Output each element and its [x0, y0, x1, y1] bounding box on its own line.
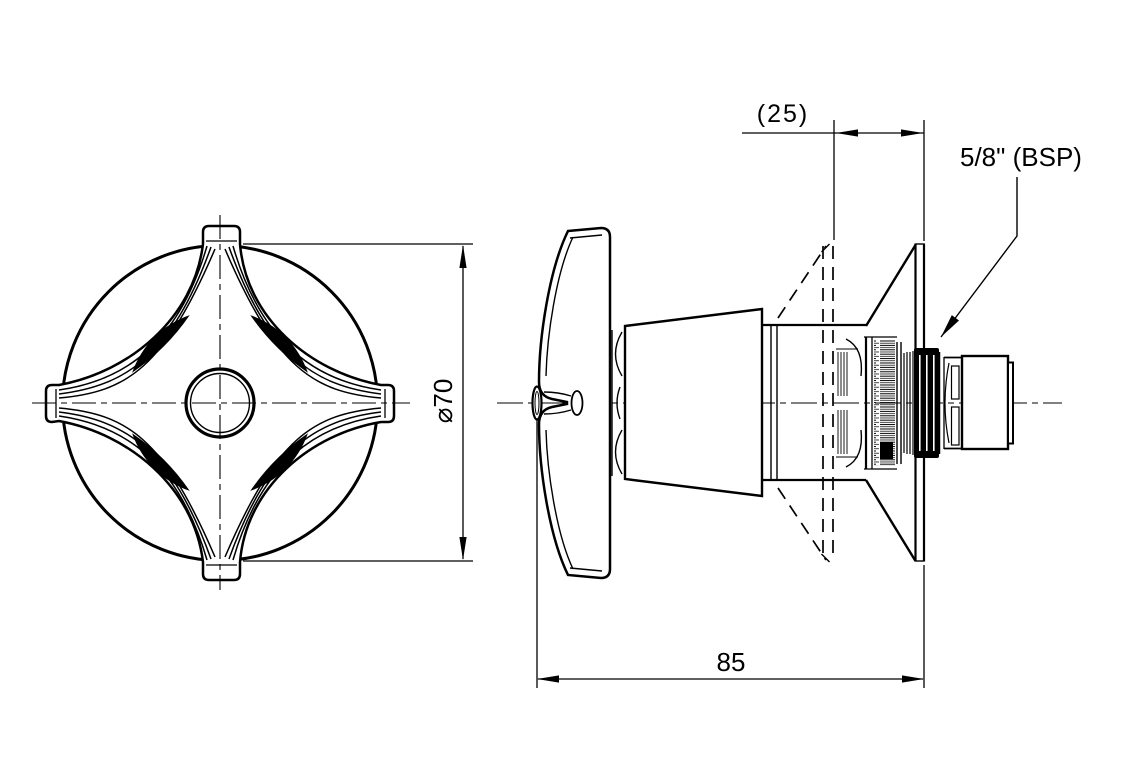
body-cylinder [960, 354, 1010, 451]
union-body [937, 352, 962, 454]
knurl-shadow-block [880, 442, 893, 459]
thread-label: 5/8" (BSP) [960, 142, 1082, 172]
arrowhead-left [836, 129, 858, 137]
thread-callout: 5/8" (BSP) [940, 142, 1082, 338]
dish-groove-crescents [132, 315, 308, 491]
side-view [497, 226, 1062, 580]
front-view-centerlines [32, 215, 410, 590]
dimension-label-projection: 85 [717, 647, 746, 677]
dimension-label-diameter: ⌀70 [428, 379, 458, 424]
sleeve [762, 323, 866, 482]
knurled-ring [864, 336, 902, 470]
front-view [32, 215, 410, 590]
hub-scallops [611, 330, 623, 476]
arrowhead-down [459, 537, 467, 560]
front-arm-tip-lens-inner [534, 391, 540, 415]
leader-arrowhead [941, 315, 959, 337]
arrowhead-up [459, 245, 467, 268]
escutcheon-hidden-position [777, 243, 834, 563]
handle-profile-inner-lines [543, 234, 603, 572]
handle-ridge-lines [58, 245, 382, 561]
dimension-diameter-70: ⌀70 [243, 243, 473, 562]
dimension-adjustment-25: (25) [742, 100, 925, 241]
dimension-label-adjustment: (25) [757, 100, 809, 128]
escutcheon-flange [864, 243, 926, 562]
union-nut-dome [836, 338, 863, 468]
arrowhead-left [537, 675, 559, 683]
thread-section [903, 348, 939, 458]
body-end-ring [1007, 361, 1014, 445]
front-arm-tip-lens [531, 385, 543, 421]
arrowhead-right [901, 129, 923, 137]
dimension-projection-85: 85 [536, 420, 925, 688]
bonnet-cone [623, 307, 764, 498]
leader-line [940, 177, 1018, 338]
handle-waist-knot [570, 390, 584, 416]
arrowhead-right [902, 675, 924, 683]
